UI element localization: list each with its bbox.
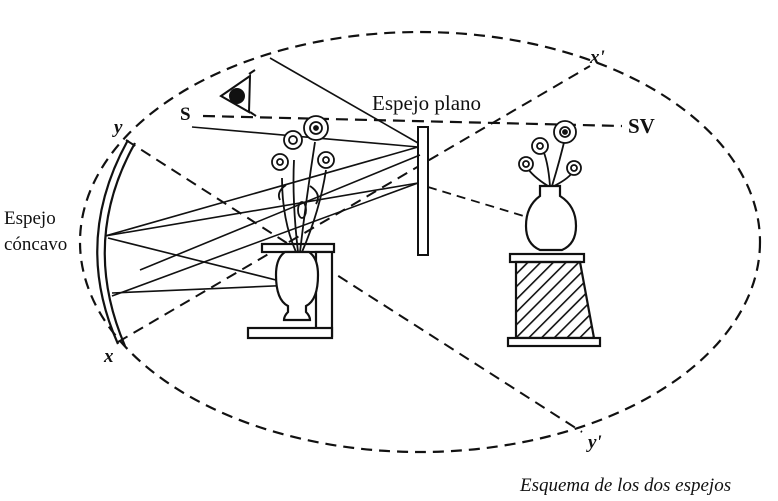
label-concave-mirror-line1: Espejo [4, 208, 56, 229]
dashed-ellipse [78, 30, 762, 454]
label-point-x: x [103, 346, 114, 367]
dashed-line-y-to-y-prime [125, 139, 583, 433]
label-point-y-prime: y' [586, 432, 602, 453]
virtual-pedestal [506, 252, 602, 348]
eye-icon [219, 69, 257, 117]
flower-vase-icon [271, 115, 335, 253]
dashed-line-x-to-x-prime [117, 65, 591, 343]
virtual-vase [524, 184, 578, 252]
dashed-virtual-ray [427, 186, 541, 222]
light-rays [104, 57, 421, 297]
label-point-x-prime: x' [589, 47, 605, 68]
label-plane-mirror: Espejo plano [372, 91, 481, 115]
real-vase [274, 250, 320, 322]
caption: Esquema de los dos espejos [519, 475, 731, 496]
label-point-y: y [112, 117, 123, 138]
label-source: S [180, 104, 191, 125]
virtual-flowers [518, 120, 582, 187]
label-concave-mirror-line2: cóncavo [4, 234, 67, 255]
dashed-line-s-to-sv [202, 114, 623, 128]
label-virtual-source: SV [628, 114, 655, 138]
concave-mirror [96, 139, 129, 345]
plane-mirror [417, 126, 429, 256]
